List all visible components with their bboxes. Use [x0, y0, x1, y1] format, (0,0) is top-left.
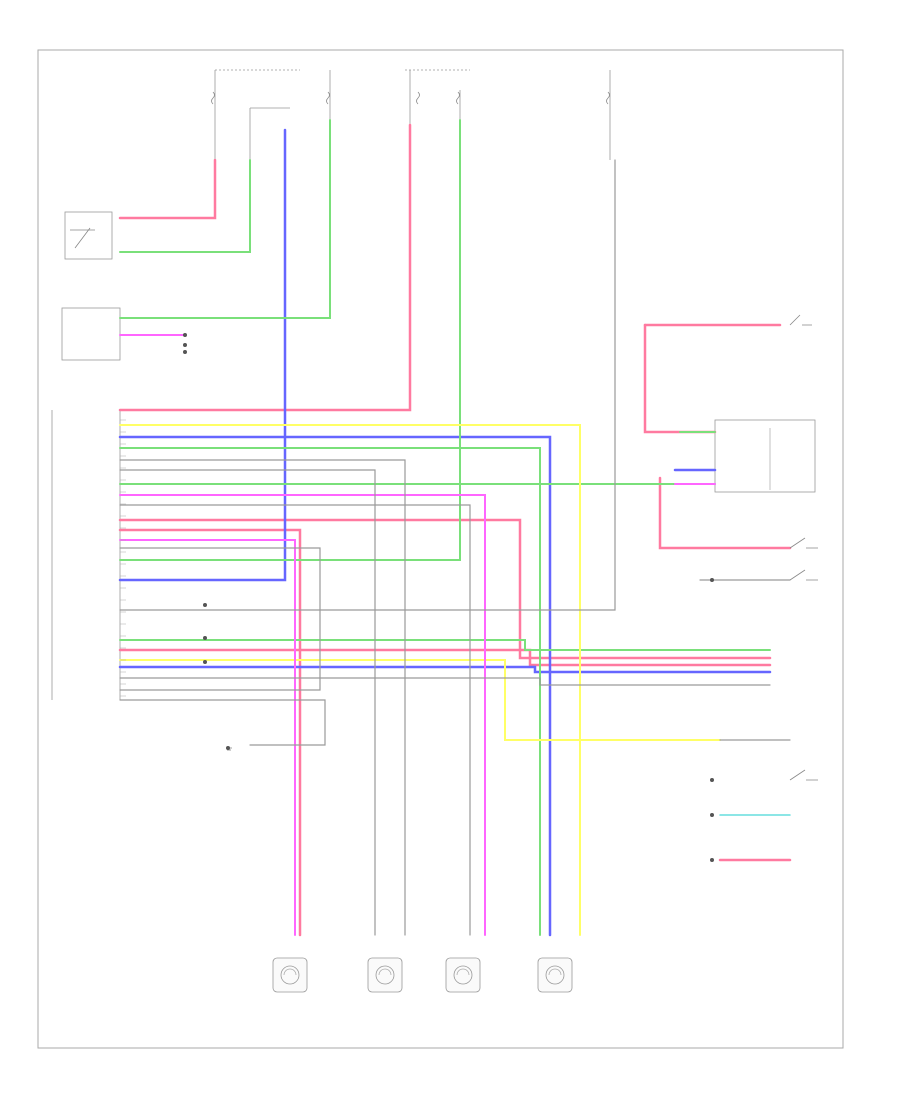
blue-wires [118, 128, 772, 937]
gray-wires [119, 159, 791, 936]
combination-meter-box [714, 419, 816, 493]
abs-control-unit-connector [51, 410, 121, 700]
ecu-pin-ticks [120, 419, 126, 697]
relay-switch-icon [70, 227, 95, 249]
pressure-switch-icon [789, 314, 812, 326]
fuse-symbols [211, 91, 610, 105]
wheel-sensor-rear-left [537, 957, 573, 993]
wheel-sensor-front-left [367, 957, 403, 993]
wheel-sensor-front-right [272, 957, 308, 993]
wheel-sensor-icon [283, 968, 297, 976]
diagram-border [37, 49, 844, 1049]
pink-wires [119, 334, 716, 936]
yaw-rate-sensor-box [61, 307, 121, 361]
wheel-sensor-icon [548, 968, 562, 976]
yellow-wires [119, 424, 721, 936]
red-wires [118, 123, 792, 937]
connector-dots [183, 333, 714, 862]
wheel-sensor-icon [456, 968, 470, 976]
wheel-sensor-icon [378, 968, 392, 976]
wheel-sensor-rear-right [445, 957, 481, 993]
stop-lamp-switch-icon [789, 769, 818, 781]
parking-brake-switch-icon [789, 569, 818, 581]
power-source-1 [214, 69, 611, 160]
green-wires [119, 119, 771, 936]
steering-angle-sensor-box [64, 211, 113, 260]
brake-fluid-switch-icon [789, 537, 818, 549]
